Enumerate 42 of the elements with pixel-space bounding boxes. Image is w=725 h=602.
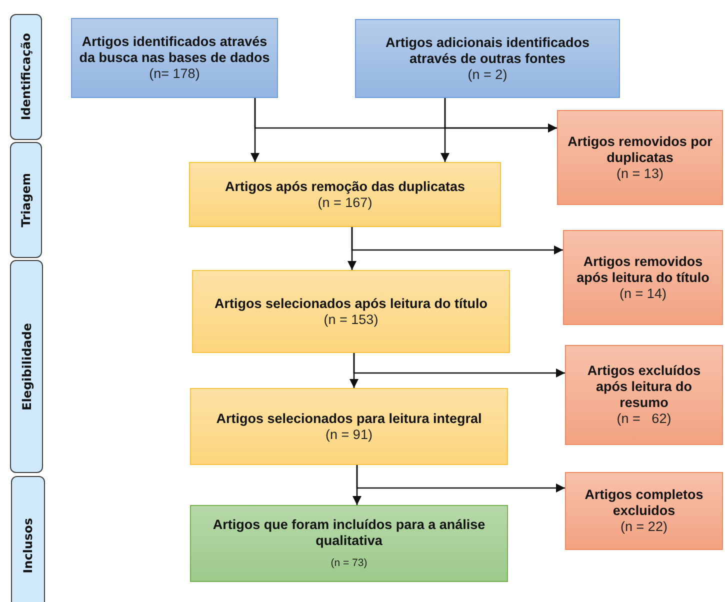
box-heading: Artigos selecionados para leitura integral: [216, 410, 482, 426]
stage-label: Elegibilidade: [20, 322, 34, 410]
stage-tab: [10, 142, 42, 258]
arrow: [353, 353, 565, 378]
count-text: (n = 62): [616, 411, 672, 427]
count-text: (n = 73): [330, 556, 368, 570]
result-box: [190, 505, 508, 582]
process-box: [192, 270, 510, 353]
arrow: [356, 465, 565, 492]
box-heading: Artigos que foram incluídos para a análise qualitativa: [212, 516, 486, 548]
stage-tab: [11, 476, 45, 602]
count-text: (n = 2): [468, 66, 508, 82]
count-text: (n = 13): [616, 166, 664, 182]
stage-label: Identificação: [19, 33, 33, 121]
count-text: (n = 153): [324, 312, 378, 328]
process-box: [190, 388, 508, 465]
count-text: (n = 167): [318, 194, 372, 210]
stage-tab: [10, 260, 43, 473]
box-heading: Artigos após remoção das duplicatas: [224, 178, 466, 194]
box-heading: Artigos excluídos após leitura do resumo: [586, 363, 702, 411]
box-heading: Artigos selecionados após leitura do título: [214, 296, 488, 312]
arrow: [444, 98, 557, 132]
stage-label: Triagem: [19, 172, 33, 228]
process-box: [355, 19, 620, 98]
exclusion-box: [563, 230, 723, 325]
exclusion-box: [557, 110, 723, 205]
box-heading: Artigos identificados através da busca nas bases de dados: [78, 34, 271, 66]
process-box: [71, 18, 278, 98]
arrow: [351, 227, 563, 254]
box-heading: Artigos completos excluidos: [584, 487, 704, 519]
box-heading: Artigos removidos por duplicatas: [566, 134, 714, 166]
stage-tab: [10, 14, 42, 140]
exclusion-box: [565, 345, 723, 445]
stage-label: Inclusos: [21, 518, 35, 574]
exclusion-box: [565, 472, 723, 550]
process-box: [189, 162, 501, 227]
count-text: (n = 91): [326, 426, 372, 442]
count-text: (n = 14): [620, 286, 666, 302]
count-text: (n = 22): [620, 519, 668, 535]
box-heading: Artigos removidos após leitura do título: [576, 254, 710, 286]
box-heading: Artigos adicionais identificados através de outras fontes: [384, 34, 591, 66]
count-text: (n= 178): [149, 66, 200, 82]
